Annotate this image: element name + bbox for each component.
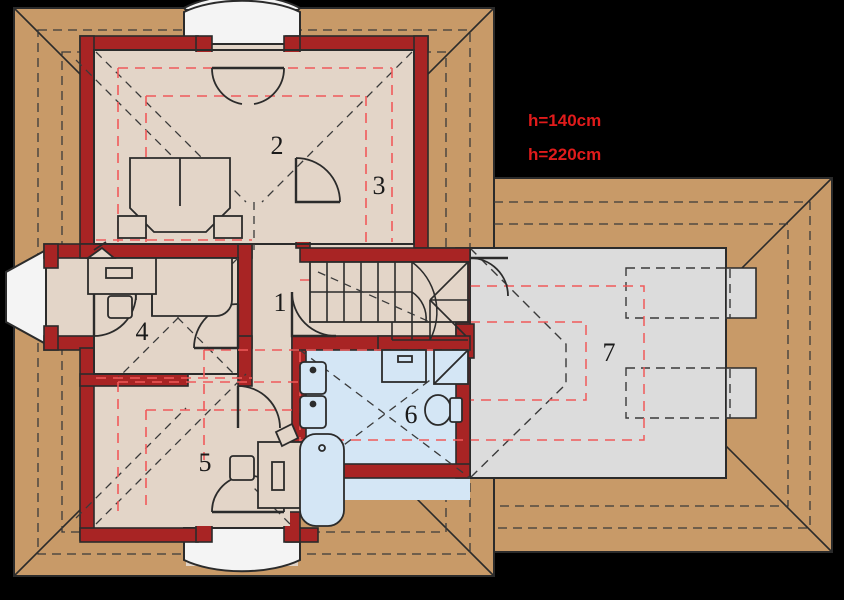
- attic-storage-hip-dashes: [469, 247, 731, 479]
- height-note-2: h=220cm: [528, 145, 601, 164]
- balcony-slabs: [5, 0, 302, 573]
- bay-west: [5, 248, 47, 346]
- staircase: [309, 261, 470, 341]
- sink-counter-room-6: [381, 349, 427, 383]
- stair-up-arrow: [317, 271, 431, 323]
- toilet-room-6: [424, 394, 463, 426]
- room-number-4: 4: [136, 317, 149, 346]
- doors: [92, 66, 509, 514]
- height-annotations: h=140cm h=220cm: [528, 111, 601, 164]
- room-number-7: 7: [603, 338, 616, 367]
- bed-room-4: [151, 257, 233, 317]
- height-note-1: h=140cm: [528, 111, 601, 130]
- room-numbers: 1 2 3 4 5 6 7: [136, 131, 616, 477]
- desk-room-4: [85, 241, 157, 319]
- balcony-south: [183, 527, 301, 573]
- room-number-2: 2: [271, 131, 284, 160]
- attic-storage-red-dashes: [470, 285, 645, 441]
- room-number-5: 5: [199, 448, 212, 477]
- shower-tray-room-6: [433, 349, 469, 385]
- bathtub-room-6: [299, 433, 345, 527]
- balcony-north: [183, 0, 301, 45]
- room-number-1: 1: [274, 288, 287, 317]
- room-number-6: 6: [405, 400, 418, 429]
- wardrobe-room-2: [117, 157, 243, 239]
- stair-winder: [391, 261, 470, 341]
- room-number-3: 3: [373, 171, 386, 200]
- washbasin-pair-room-6: [299, 361, 327, 429]
- furniture: [85, 157, 469, 527]
